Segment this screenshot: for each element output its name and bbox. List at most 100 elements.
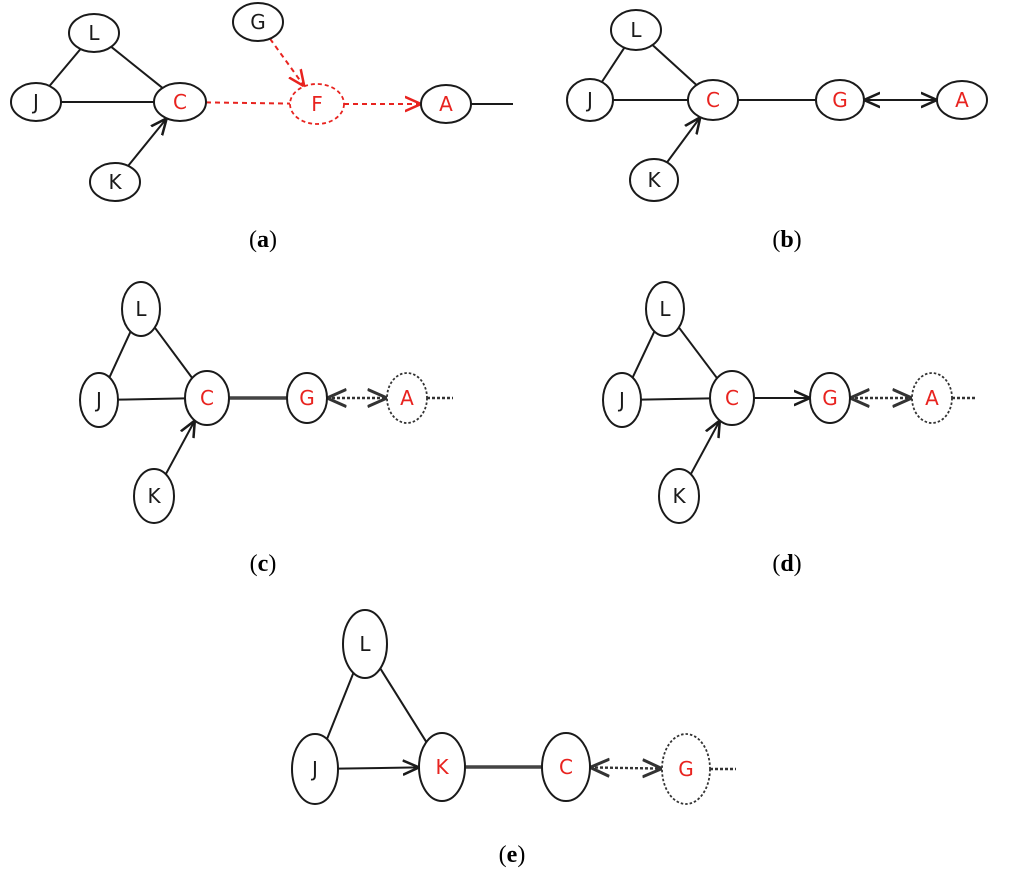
node-label: J: [31, 90, 39, 114]
node-b-J: J: [566, 78, 614, 122]
svg-text:(a): (a): [249, 227, 277, 253]
node-e-G: G: [661, 733, 711, 805]
node-label: K: [435, 755, 449, 779]
node-d-J: J: [602, 372, 642, 428]
node-c-L: L: [121, 281, 161, 337]
edge-b-K-b-C: [666, 117, 700, 163]
edge-d-J-d-C: [640, 397, 711, 401]
node-d-C: C: [709, 370, 755, 426]
edge-a-K-a-C: [127, 118, 167, 167]
node-label: C: [725, 386, 739, 410]
node-label: J: [585, 88, 593, 112]
node-e-J: J: [291, 733, 339, 805]
node-label: A: [955, 88, 969, 112]
node-label: G: [299, 386, 315, 410]
edge-d-J-d-L: [631, 330, 656, 379]
node-c-C: C: [184, 370, 230, 426]
node-shape: [911, 372, 953, 424]
node-b-L: L: [610, 9, 662, 51]
node-a-G: G: [232, 2, 284, 42]
panel-c-caption: (c): [250, 551, 277, 577]
node-shape: [566, 78, 614, 122]
node-shape: [815, 79, 865, 121]
node-c-A: A: [386, 372, 428, 424]
node-shape: [602, 372, 642, 428]
node-a-C: C: [153, 82, 207, 122]
node-shape: [709, 370, 755, 426]
node-label: G: [822, 386, 838, 410]
node-d-G: G: [809, 372, 851, 424]
node-shape: [10, 82, 62, 122]
node-label: J: [94, 388, 102, 412]
edge-c-J-c-L: [108, 331, 132, 378]
node-shape: [661, 733, 711, 805]
panel-b-caption: (b): [772, 227, 801, 253]
node-label: A: [439, 92, 453, 116]
node-label: C: [173, 90, 187, 114]
panel-d-caption: (d): [772, 551, 801, 577]
node-label: L: [630, 18, 642, 42]
node-shape: [342, 609, 388, 679]
node-label: L: [359, 632, 371, 656]
node-shape: [291, 733, 339, 805]
edge-a-L-a-C: [110, 46, 164, 89]
node-label: G: [678, 757, 694, 781]
edge-d-K-d-C: [689, 420, 720, 475]
node-c-K: K: [133, 468, 175, 524]
node-shape: [610, 9, 662, 51]
nodes-layer: L J C K G F A L J C K G A L J C K G A L J C K G A L J K C G: [10, 2, 988, 805]
edge-b-L-b-C: [651, 44, 698, 86]
edge-e-L-e-K: [379, 667, 428, 743]
edge-b-J-b-L: [600, 47, 626, 83]
node-shape: [386, 372, 428, 424]
node-label: J: [617, 388, 625, 412]
node-shape: [936, 80, 988, 120]
node-shape: [184, 370, 230, 426]
node-label: K: [147, 484, 161, 508]
node-shape: [420, 84, 472, 124]
node-shape: [541, 732, 591, 802]
node-shape: [687, 79, 739, 121]
svg-text:(c): (c): [250, 551, 277, 577]
node-label: L: [135, 297, 147, 321]
node-shape: [286, 372, 328, 424]
node-b-G: G: [815, 79, 865, 121]
edge-d-L-d-C: [678, 326, 718, 379]
node-label: A: [925, 386, 939, 410]
node-d-L: L: [645, 281, 685, 337]
node-shape: [645, 281, 685, 337]
node-shape: [153, 82, 207, 122]
panel-a-caption: (a): [249, 227, 277, 253]
node-label: K: [647, 168, 661, 192]
panel-e-caption: (e): [499, 842, 526, 868]
node-c-J: J: [79, 372, 119, 428]
node-label: G: [250, 10, 266, 34]
node-shape: [658, 468, 700, 524]
node-a-A: A: [420, 84, 472, 124]
node-label: L: [88, 21, 100, 45]
node-a-K: K: [89, 162, 141, 202]
edge-a-C-a-F: [205, 101, 291, 105]
edge-a-G-a-F: [269, 38, 304, 87]
node-shape: [289, 83, 345, 125]
node-shape: [418, 732, 466, 802]
edge-e-C-e-G: [590, 767, 662, 768]
node-shape: [89, 162, 141, 202]
node-label: A: [400, 386, 414, 410]
node-label: G: [832, 88, 848, 112]
node-shape: [232, 2, 284, 42]
node-label: K: [672, 484, 686, 508]
node-shape: [79, 372, 119, 428]
node-a-L: L: [68, 13, 120, 53]
node-e-K: K: [418, 732, 466, 802]
svg-text:(b): (b): [772, 227, 801, 253]
svg-text:(e): (e): [499, 842, 526, 868]
node-shape: [133, 468, 175, 524]
node-e-C: C: [541, 732, 591, 802]
node-a-J: J: [10, 82, 62, 122]
node-label: F: [311, 92, 323, 116]
node-label: C: [706, 88, 720, 112]
edge-a-J-a-L: [48, 48, 82, 87]
node-e-L: L: [342, 609, 388, 679]
